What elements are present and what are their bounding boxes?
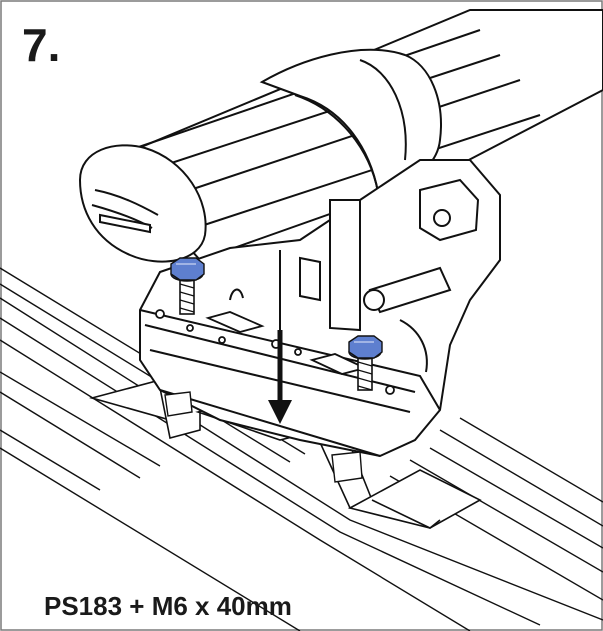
down-arrow-icon — [268, 330, 292, 424]
hex-bolt-left — [170, 257, 205, 315]
bar-strap — [259, 48, 442, 194]
bracket-clips — [164, 391, 363, 483]
caption-parts: PS183 + M6 x 40mm — [44, 591, 292, 621]
hex-bolt-right — [348, 335, 383, 391]
step-number: 7. — [22, 19, 61, 71]
roof-rail — [0, 267, 603, 631]
fixing-bracket-right — [316, 436, 482, 529]
